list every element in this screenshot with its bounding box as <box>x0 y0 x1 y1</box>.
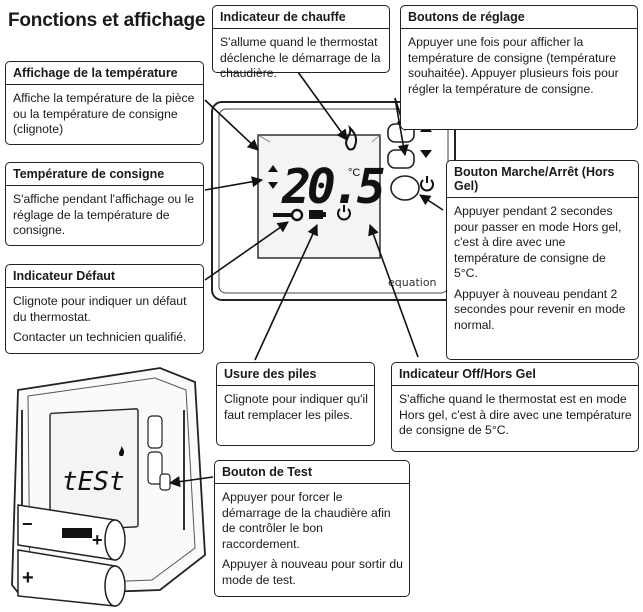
callout-text: Appuyer pour forcer le démarrage de la c… <box>222 490 391 551</box>
test-display: tESt <box>62 467 125 497</box>
callout-indicateur-chauffe: Indicateur de chauffe S'allume quand le … <box>212 5 390 80</box>
wrench-icon <box>273 208 304 222</box>
unit-text: °C <box>348 167 360 179</box>
power-icon <box>337 205 351 221</box>
minus1: − <box>22 514 33 534</box>
thermostat-open-view <box>11 367 206 607</box>
callout-temperature-consigne: Température de consigne S'affiche pendan… <box>5 162 204 246</box>
callout-text: Appuyer à nouveau pour sortir du mode de… <box>222 557 403 587</box>
callout-title: Indicateur de chauffe <box>213 10 389 29</box>
battery-2 <box>17 549 126 607</box>
plus1: + <box>92 530 103 550</box>
callout-usure-piles: Usure des piles Clignote pour indiquer q… <box>216 362 375 446</box>
brand-logo: equation <box>388 276 437 289</box>
callout-text: Clignote pour indiquer qu'il faut rempla… <box>224 392 368 422</box>
callout-text: Appuyer une fois pour afficher la tempér… <box>408 35 619 96</box>
callout-title: Usure des piles <box>217 367 374 386</box>
callout-title: Affichage de la température <box>6 66 203 85</box>
callout-text: Appuyer à nouveau pendant 2 secondes pou… <box>454 286 626 332</box>
temperature-digits: 20.5 <box>281 159 384 215</box>
callout-text: S'affiche pendant l'affichage ou le régl… <box>13 192 195 237</box>
plus2: + <box>22 567 34 589</box>
callout-title: Boutons de réglage <box>401 10 637 29</box>
callout-indicateur-off-hors-gel: Indicateur Off/Hors Gel S'affiche quand … <box>391 362 639 452</box>
callout-bouton-test: Bouton de Test Appuyer pour forcer le dé… <box>214 460 410 597</box>
callout-title: Indicateur Défaut <box>6 269 203 288</box>
callout-title: Bouton Marche/Arrêt (Hors Gel) <box>447 165 638 198</box>
callout-boutons-reglage: Boutons de réglage Appuyer une fois pour… <box>400 5 638 130</box>
battery-icon <box>309 210 326 219</box>
callout-text: S'allume quand le thermostat déclenche l… <box>220 35 381 80</box>
callout-bouton-marche-arret: Bouton Marche/Arrêt (Hors Gel) Appuyer p… <box>446 160 639 360</box>
callout-affichage-temperature: Affichage de la température Affiche la t… <box>5 61 204 145</box>
callout-text: Affiche la température de la pièce ou la… <box>13 91 195 136</box>
callout-title: Indicateur Off/Hors Gel <box>392 367 638 386</box>
callout-title: Bouton de Test <box>215 465 409 484</box>
callout-text: S'affiche quand le thermostat est en mod… <box>399 392 632 437</box>
page-title: Fonctions et affichage <box>8 10 206 31</box>
callout-text: Appuyer pendant 2 secondes pour passer e… <box>454 204 622 280</box>
callout-title: Température de consigne <box>6 167 203 186</box>
callout-text: Clignote pour indiquer un défaut du ther… <box>13 294 187 324</box>
callout-text: Contacter un technicien qualifié. <box>13 330 187 344</box>
callout-indicateur-defaut: Indicateur Défaut Clignote pour indiquer… <box>5 264 204 354</box>
